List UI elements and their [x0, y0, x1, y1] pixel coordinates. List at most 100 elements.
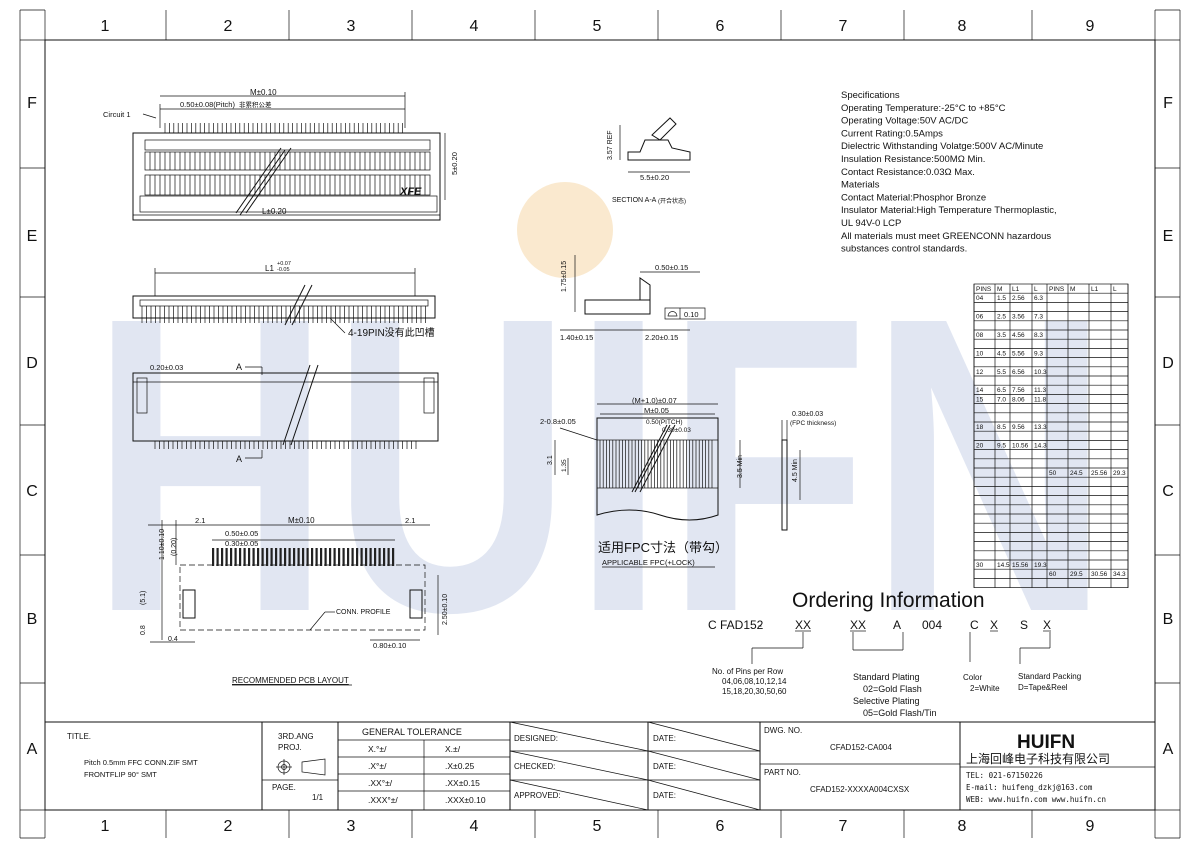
top-pitch: 0.50±0.08(Pitch): [180, 100, 235, 109]
dim-table-cell: 20: [976, 442, 984, 449]
zone-row-left-A: A: [27, 741, 38, 758]
zone-row-right-D: D: [1162, 355, 1174, 372]
zone-col-bottom-8: 8: [958, 818, 967, 835]
section-width: 5.5±0.20: [640, 173, 669, 182]
zone-col-top-6: 6: [716, 18, 725, 35]
zone-col-top-3: 3: [347, 18, 356, 35]
section-caption: SECTION A-A: [612, 197, 657, 204]
pcb-v2: (0.20): [171, 538, 178, 556]
company-email: E-mail: huifeng_dzkj@163.com: [966, 783, 1093, 792]
pcb-pad-w: 0.50±0.05: [225, 529, 258, 538]
order-code-part: XX: [850, 618, 866, 632]
dim-table-header: PINS: [1049, 286, 1065, 293]
part-label: PART NO.: [764, 768, 801, 777]
dim-table-cell: 9.56: [1012, 424, 1025, 431]
dwg-value: CFAD152-CA004: [830, 743, 892, 752]
pcb-left-ext: 2.1: [195, 516, 205, 525]
tolerance-angle: X.°±/: [368, 744, 387, 754]
date-label-2: DATE:: [653, 762, 676, 771]
pcb-v1: 1.10±0.10: [159, 529, 166, 560]
zone-row-right-C: C: [1162, 483, 1174, 500]
fpc-m: M±0.05: [644, 406, 669, 415]
fpc-caption-en: APPLICABLE FPC(+LOCK): [602, 558, 695, 567]
dim-table-cell: 30: [976, 562, 984, 569]
l1-tol-minus: -0.05: [277, 267, 290, 273]
pcb-v5: 0.4: [168, 636, 178, 643]
dim-table-cell: 29.5: [1070, 571, 1083, 578]
dim-table-cell: 1.5: [997, 295, 1006, 302]
groove-note: 4-19PIN没有此凹槽: [348, 326, 435, 339]
dim-table-cell: 7.3: [1034, 314, 1043, 321]
dim-table-cell: 19.3: [1034, 562, 1047, 569]
dim-table-cell: 34.3: [1113, 571, 1126, 578]
ordering-title: Ordering Information: [792, 589, 985, 612]
fpc-pitch-tol: 0.30±0.03: [662, 427, 691, 434]
zone-col-top-5: 5: [593, 18, 602, 35]
dim-table-cell: 8.3: [1034, 332, 1043, 339]
top-height-dim: 5±0.20: [450, 152, 459, 175]
order-code-part: XX: [795, 618, 811, 632]
pcb-layout: 2.1 2.1 M±0.10 0.50±0.05 0.30±0.05 1.10±…: [140, 516, 449, 686]
watermark-dot: [517, 182, 613, 278]
order-plating-title: Standard Plating: [853, 672, 920, 682]
zone-row-right-F: F: [1163, 95, 1173, 112]
dim-table-cell: 60: [1049, 571, 1057, 578]
side-flat: 0.10: [684, 310, 699, 319]
section-marker-bottom: A: [236, 454, 242, 464]
zone-row-left-C: C: [26, 483, 38, 500]
zone-row-left-F: F: [27, 95, 37, 112]
order-code-part: C: [970, 618, 979, 632]
dim-table-cell: 14: [976, 387, 984, 394]
dim-table-cell: 24.5: [1070, 470, 1083, 477]
sheet-frame: [19, 9, 1181, 839]
dim-table-header: M: [997, 286, 1002, 293]
side-right: 2.20±0.15: [645, 333, 678, 342]
fpc-h1: 3.1: [547, 455, 554, 465]
order-pins-list2: 15,18,20,30,50,60: [722, 687, 787, 696]
top-pitch-note: 非累积公差: [239, 100, 272, 109]
projection-symbol: [276, 758, 326, 776]
order-code-part: X: [990, 618, 998, 632]
fpc-h4: 4.5 Min: [792, 459, 799, 482]
dim-table-cell: 30.56: [1091, 571, 1108, 578]
order-color-val: 2=White: [970, 684, 1000, 693]
tolerance-linear: X.±/: [445, 744, 461, 754]
pcb-v4: 0.8: [140, 625, 147, 635]
dim-table-header: M: [1070, 286, 1075, 293]
dim-table-cell: 10: [976, 350, 984, 357]
dim-table-cell: 06: [976, 314, 984, 321]
tolerance-linear: .X±0.25: [445, 761, 475, 771]
dim-table-cell: 2.5: [997, 314, 1006, 321]
brand-mark: XFE: [399, 186, 422, 198]
dim-table-cell: 4.5: [997, 350, 1006, 357]
order-code-part: S: [1020, 618, 1028, 632]
zone-row-right-E: E: [1163, 228, 1174, 245]
order-code-part: A: [893, 618, 901, 632]
zone-col-bottom-4: 4: [470, 818, 479, 835]
dim-table-cell: 6.5: [997, 387, 1006, 394]
spec-line: Insulation Resistance:500MΩ Min.: [841, 154, 985, 165]
fpc-h2: 1.35: [561, 459, 568, 472]
dim-table-cell: 4.56: [1012, 332, 1025, 339]
spec-line: Dielectric Withstanding Volatge:500V AC/…: [841, 141, 1043, 152]
dim-table-cell: 14.5: [997, 562, 1010, 569]
approved-label: APPROVED:: [514, 791, 561, 800]
zone-col-bottom-5: 5: [593, 818, 602, 835]
zone-col-bottom-7: 7: [839, 818, 848, 835]
dim-table-header: L: [1034, 286, 1038, 293]
front-dim-a: 0.20±0.03: [150, 363, 183, 372]
front-view: 0.20±0.03 A A: [132, 362, 439, 464]
page-val: 1/1: [312, 793, 324, 802]
company-web: WEB: www.huifn.com www.huifn.cn: [966, 795, 1106, 804]
dim-table-header: L1: [1091, 286, 1099, 293]
dim-table-cell: 5.56: [1012, 350, 1025, 357]
order-pins-title: No. of Pins per Row: [712, 667, 783, 676]
dim-table-header: PINS: [976, 286, 992, 293]
fpc-pitch: 0.50(PITCH): [646, 419, 682, 426]
order-color-title: Color: [963, 673, 982, 682]
pcb-v6: 2.50±0.10: [442, 594, 449, 625]
dim-table-cell: 08: [976, 332, 984, 339]
